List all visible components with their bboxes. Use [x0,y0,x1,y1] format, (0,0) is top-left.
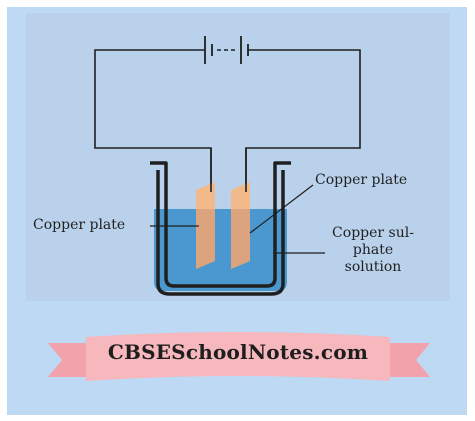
copper-sulphate-solution [154,209,287,291]
label-copper-plate-right: Copper plate [315,172,408,188]
banner-tail-left [48,343,90,377]
leader-right-plate [249,184,314,234]
left-plate-shade [196,209,215,269]
watermark-text: CBSESchoolNotes.com [107,340,369,364]
copper-plates [196,182,250,269]
watermark-banner [48,332,430,381]
right-wire [245,49,361,188]
banner-body [86,332,390,381]
beaker [150,161,291,288]
label-copper-sulphate-solution: Copper sul- phate solution [332,225,414,275]
label-copper-plate-left: Copper plate [33,217,126,233]
left-wire [94,49,212,188]
banner-tail-right [386,343,430,377]
beaker-outline [156,170,285,296]
battery [204,36,249,64]
circuit-wires [94,49,361,188]
right-plate-shade [231,209,250,269]
